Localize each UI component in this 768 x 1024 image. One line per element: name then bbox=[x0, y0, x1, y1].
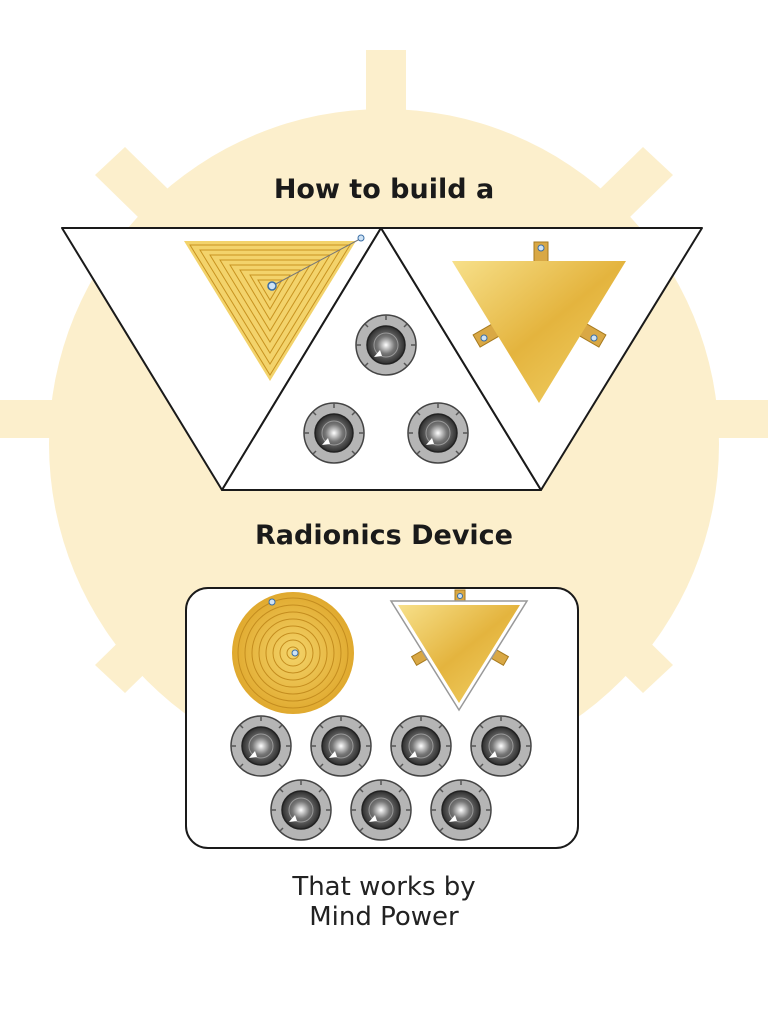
dial-knob-icon bbox=[390, 715, 452, 777]
dial-knob-icon bbox=[303, 402, 365, 464]
dial-knob-icon bbox=[230, 715, 292, 777]
tagline-line-1: That works by bbox=[292, 872, 476, 902]
heading-main: Radionics Device bbox=[255, 520, 513, 551]
dial-knob-icon bbox=[355, 314, 417, 376]
gold-triangle-plate-icon bbox=[389, 589, 529, 712]
dial-knob-icon bbox=[350, 779, 412, 841]
dial-knob-icon bbox=[310, 715, 372, 777]
dial-knob-icon bbox=[470, 715, 532, 777]
spiral-disc-icon bbox=[232, 592, 354, 714]
gold-triangle-plate-icon bbox=[452, 241, 626, 403]
tagline-line-2: Mind Power bbox=[309, 902, 459, 932]
dial-knob-icon bbox=[430, 779, 492, 841]
dial-knob-icon bbox=[270, 779, 332, 841]
spiral-triangle-icon bbox=[184, 234, 365, 381]
dial-knob-icon bbox=[407, 402, 469, 464]
heading-top: How to build a bbox=[273, 174, 495, 205]
tagline: That works by Mind Power bbox=[0, 872, 768, 932]
